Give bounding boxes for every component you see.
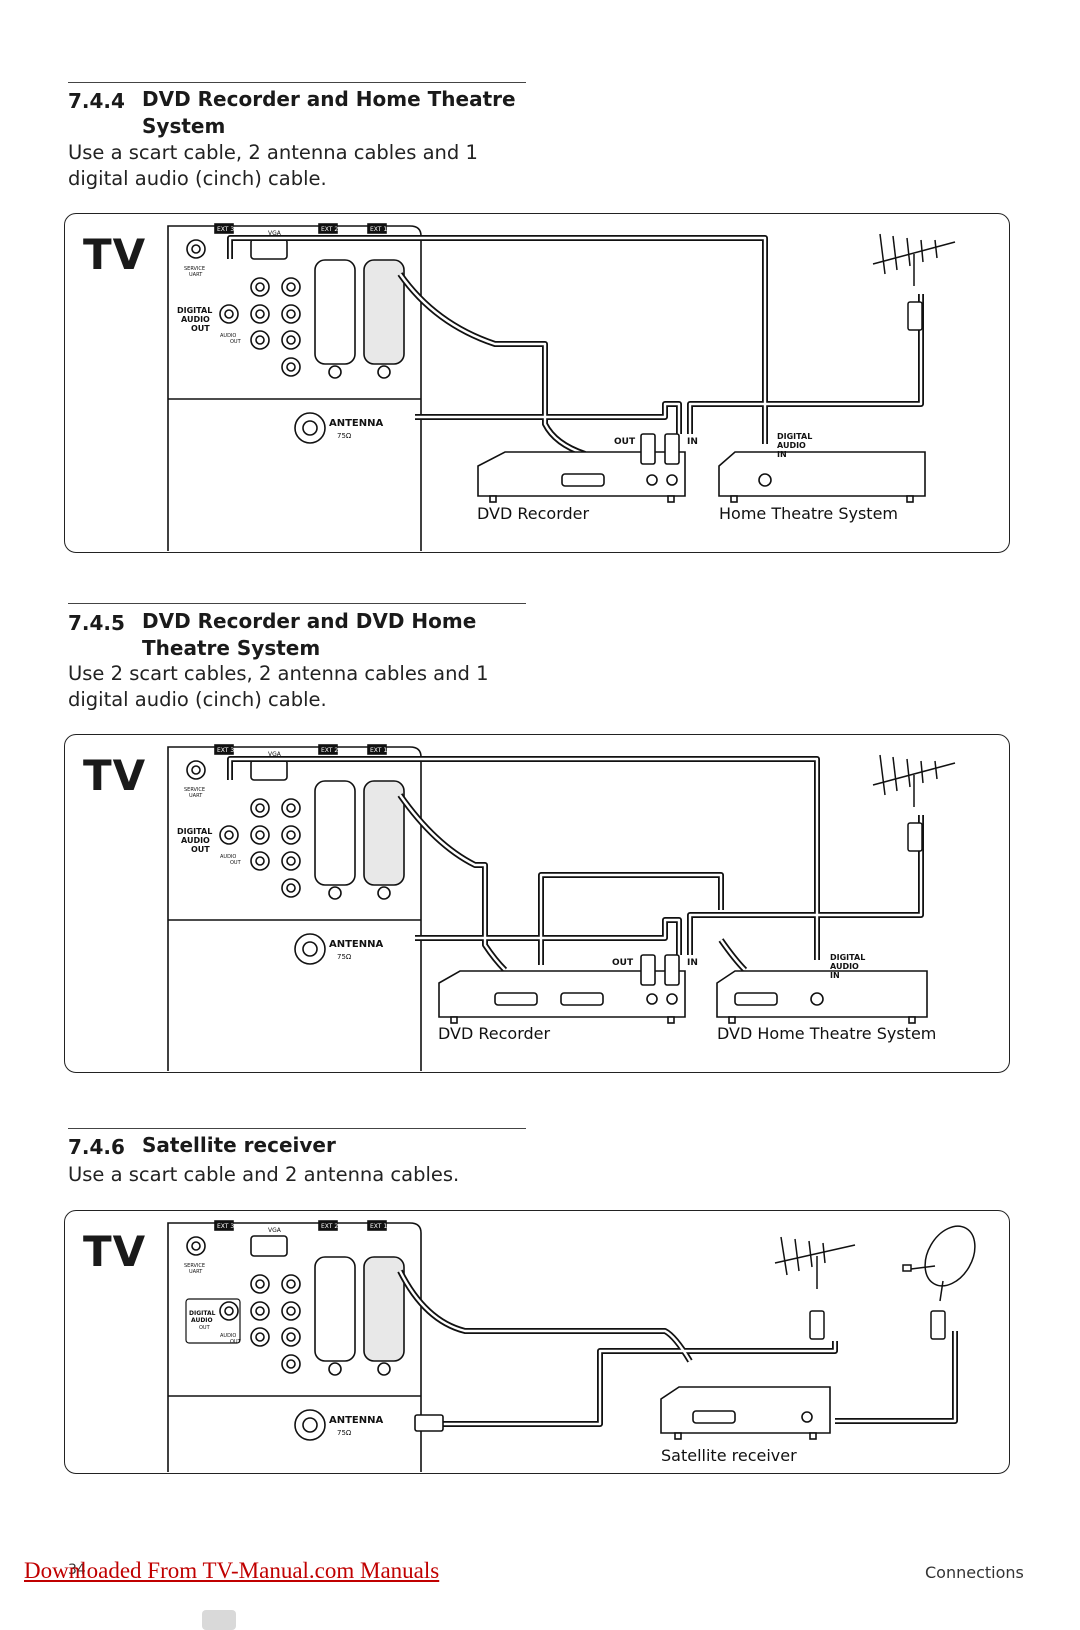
svg-text:DIGITAL: DIGITAL (830, 953, 865, 962)
svg-text:ANTENNA: ANTENNA (329, 939, 383, 950)
section-number: 7.4.5 (68, 611, 125, 635)
svg-text:AUDIO: AUDIO (220, 854, 236, 860)
svg-text:EXT 1: EXT 1 (370, 226, 387, 233)
connection-diagram-panel: TV EXT 3 EXT 2 EXT 1 VGA SERVICE UART DI… (64, 734, 1010, 1073)
aerial-icon (872, 754, 956, 852)
svg-text:VGA: VGA (268, 751, 282, 758)
svg-text:AUDIO: AUDIO (181, 315, 210, 324)
svg-text:VGA: VGA (268, 1227, 282, 1234)
svg-text:EXT 2: EXT 2 (321, 1223, 338, 1230)
section-description: Use 2 scart cables, 2 antenna cables and… (68, 662, 489, 711)
svg-text:75Ω: 75Ω (337, 953, 352, 961)
svg-text:IN: IN (777, 450, 787, 459)
page-number: 34 (68, 1562, 86, 1578)
section-number: 7.4.6 (68, 1135, 125, 1159)
svg-text:75Ω: 75Ω (337, 432, 352, 440)
svg-text:OUT: OUT (614, 437, 636, 447)
section-title: DVD Recorder and DVD Home Theatre System (142, 609, 477, 660)
svg-text:AUDIO: AUDIO (830, 962, 859, 971)
svg-text:SERVICE: SERVICE (184, 1263, 205, 1269)
svg-text:OUT: OUT (191, 845, 210, 854)
svg-text:DIGITAL: DIGITAL (177, 827, 212, 836)
svg-text:OUT: OUT (191, 324, 210, 333)
svg-text:AUDIO: AUDIO (220, 333, 236, 339)
svg-text:IN: IN (687, 958, 698, 968)
section-title: Satellite receiver (142, 1133, 336, 1157)
cables-inner (228, 236, 923, 456)
connection-diagram-panel: TV EXT 3 EXT 2 EXT 1 VGA SERVICE UART (64, 1210, 1010, 1474)
satellite-dish-icon (902, 1225, 976, 1340)
section-rule (68, 603, 526, 604)
svg-text:EXT 2: EXT 2 (321, 747, 338, 754)
watermark-link[interactable]: Downloaded From TV-Manual.com Manuals (24, 1558, 440, 1583)
connection-diagram: EXT 3 EXT 2 EXT 1 VGA SERVICE UART DIGIT… (167, 1220, 976, 1472)
chapter-name: Connections (925, 1563, 1024, 1582)
svg-text:DIGITAL: DIGITAL (189, 1310, 216, 1317)
device-label: DVD Recorder (438, 1024, 551, 1043)
page-tab-marker (202, 1610, 236, 1630)
svg-text:OUT: OUT (612, 958, 634, 968)
tv-back-panel: EXT 3 EXT 2 EXT 1 VGA SERVICE UART DIGIT… (167, 1220, 422, 1472)
aerial-icon (872, 233, 956, 331)
dvd-recorder-device: OUT IN (477, 433, 698, 503)
svg-text:IN: IN (830, 971, 840, 980)
svg-text:VGA: VGA (268, 230, 282, 237)
svg-text:DIGITAL: DIGITAL (777, 432, 812, 441)
svg-text:OUT: OUT (230, 860, 242, 866)
section-description: Use a scart cable and 2 antenna cables. (68, 1163, 460, 1186)
svg-text:AUDIO: AUDIO (777, 441, 806, 450)
tv-label: TV (83, 1227, 147, 1276)
svg-text:AUDIO: AUDIO (220, 1333, 236, 1339)
svg-text:UART: UART (189, 272, 203, 278)
section-title: DVD Recorder and Home Theatre System (142, 87, 516, 138)
tv-back-panel: EXT 3 EXT 2 EXT 1 VGA SERVICE UART DIGIT… (167, 223, 422, 551)
cables-inner (228, 757, 923, 971)
svg-text:EXT 1: EXT 1 (370, 1223, 387, 1230)
device-label: DVD Home Theatre System (717, 1024, 937, 1043)
section-rule (68, 82, 526, 83)
connection-diagram-panel: TV EXT 3 EXT 2 EXT 1 VGA SERVICE UART DI… (64, 213, 1010, 553)
svg-text:EXT 3: EXT 3 (217, 1223, 234, 1230)
tv-back-panel: EXT 3 EXT 2 EXT 1 VGA SERVICE UART DIGIT… (167, 744, 422, 1071)
svg-text:75Ω: 75Ω (337, 1429, 352, 1437)
svg-text:IN: IN (687, 437, 698, 447)
tv-label: TV (83, 751, 147, 800)
svg-text:AUDIO: AUDIO (181, 836, 210, 845)
dvd-home-theatre-device: DIGITAL AUDIO IN (716, 953, 928, 1024)
svg-text:UART: UART (189, 1269, 203, 1275)
aerial-icon (774, 1236, 856, 1340)
device-label: DVD Recorder (477, 504, 590, 523)
section-rule (68, 1128, 526, 1129)
svg-text:AUDIO: AUDIO (191, 1317, 213, 1324)
svg-text:OUT: OUT (199, 1325, 211, 1331)
device-label: Satellite receiver (661, 1446, 797, 1465)
svg-text:DIGITAL: DIGITAL (177, 306, 212, 315)
section-description: Use a scart cable, 2 antenna cables and … (68, 141, 478, 190)
svg-text:OUT: OUT (230, 1339, 242, 1345)
svg-text:EXT 2: EXT 2 (321, 226, 338, 233)
home-theatre-device: DIGITAL AUDIO IN (718, 432, 926, 503)
connection-diagram: EXT 3 EXT 2 EXT 1 VGA SERVICE UART DIGIT… (167, 744, 956, 1071)
svg-text:EXT 3: EXT 3 (217, 747, 234, 754)
connection-diagram: EXT 3 EXT 2 EXT 1 VGA SERVICE UART DIGIT… (167, 223, 956, 551)
svg-text:ANTENNA: ANTENNA (329, 1415, 383, 1426)
svg-text:EXT 1: EXT 1 (370, 747, 387, 754)
svg-text:SERVICE: SERVICE (184, 787, 205, 793)
svg-text:EXT 3: EXT 3 (217, 226, 234, 233)
svg-text:SERVICE: SERVICE (184, 266, 205, 272)
satellite-receiver-device (414, 1386, 831, 1440)
svg-text:OUT: OUT (230, 339, 242, 345)
dvd-recorder-device: OUT IN (438, 954, 698, 1024)
svg-text:ANTENNA: ANTENNA (329, 418, 383, 429)
tv-label: TV (83, 230, 147, 279)
device-label: Home Theatre System (719, 504, 898, 523)
section-number: 7.4.4 (68, 89, 125, 113)
cables-inner (398, 1270, 957, 1426)
svg-text:UART: UART (189, 793, 203, 799)
